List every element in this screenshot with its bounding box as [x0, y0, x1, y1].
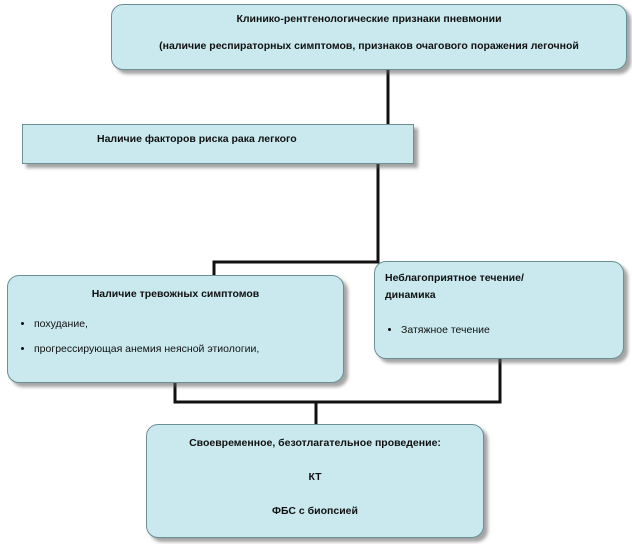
alarm-symptoms-box: Наличие тревожных симптомов похудание, п…	[7, 275, 344, 383]
timely-examination-box: Своевременное, безотлагательное проведен…	[146, 424, 484, 538]
risk-factors-box: Наличие факторов риска рака легкого	[22, 124, 414, 164]
alarm-symptoms-list: похудание, прогрессирующая анемия неясно…	[12, 318, 259, 368]
connector-risk-to-branches	[212, 164, 380, 275]
list-item: Затяжное течение	[401, 324, 490, 336]
unfavorable-course-list: Затяжное течение	[379, 324, 490, 336]
list-item: прогрессирующая анемия неясной этиологии…	[34, 343, 259, 355]
connector-alarm-to-merge	[173, 359, 502, 404]
clinical-signs-subtitle: (наличие респираторных симптомов, призна…	[159, 40, 579, 52]
ct-label: КТ	[308, 471, 322, 483]
unfavorable-course-box: Неблагоприятное течение/динамика Затяжно…	[374, 261, 624, 359]
list-item: похудание,	[34, 318, 259, 330]
clinical-signs-title: Клинико-рентгенологические признаки пнев…	[236, 13, 502, 25]
risk-factors-title: Наличие факторов риска рака легкого	[97, 133, 297, 145]
bronchoscopy-biopsy-label: ФБС с биопсией	[272, 505, 358, 517]
timely-examination-title: Своевременное, безотлагательное проведен…	[189, 437, 441, 449]
clinical-signs-box: Клинико-рентгенологические признаки пнев…	[111, 4, 627, 70]
alarm-symptoms-title: Наличие тревожных симптомов	[91, 288, 260, 300]
unfavorable-course-title: Неблагоприятное течение/динамика	[385, 272, 524, 301]
